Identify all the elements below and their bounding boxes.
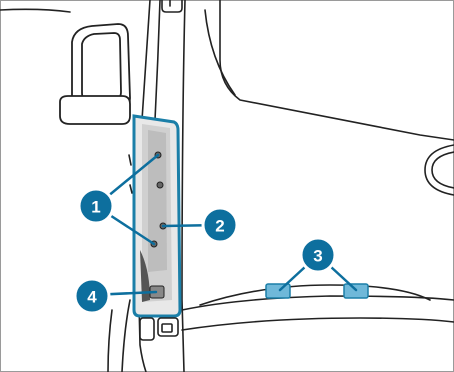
- sill-pad-left: [266, 284, 290, 298]
- lower-hinge: [140, 318, 178, 340]
- svg-text:3: 3: [313, 247, 322, 266]
- svg-text:1: 1: [91, 198, 100, 217]
- callout-4: 4: [75, 279, 109, 313]
- sliding-door-edge: [182, 0, 185, 372]
- side-mirror: [60, 24, 130, 124]
- callout-2: 2: [203, 208, 237, 242]
- top-hinge: [162, 0, 182, 12]
- callout-3: 3: [301, 238, 335, 272]
- anchor-point: [157, 182, 163, 188]
- svg-text:2: 2: [215, 217, 224, 236]
- svg-text:4: 4: [87, 288, 97, 307]
- callout-1: 1: [79, 189, 113, 223]
- highlight-panel: [134, 116, 180, 316]
- side-window-edge: [220, 0, 454, 140]
